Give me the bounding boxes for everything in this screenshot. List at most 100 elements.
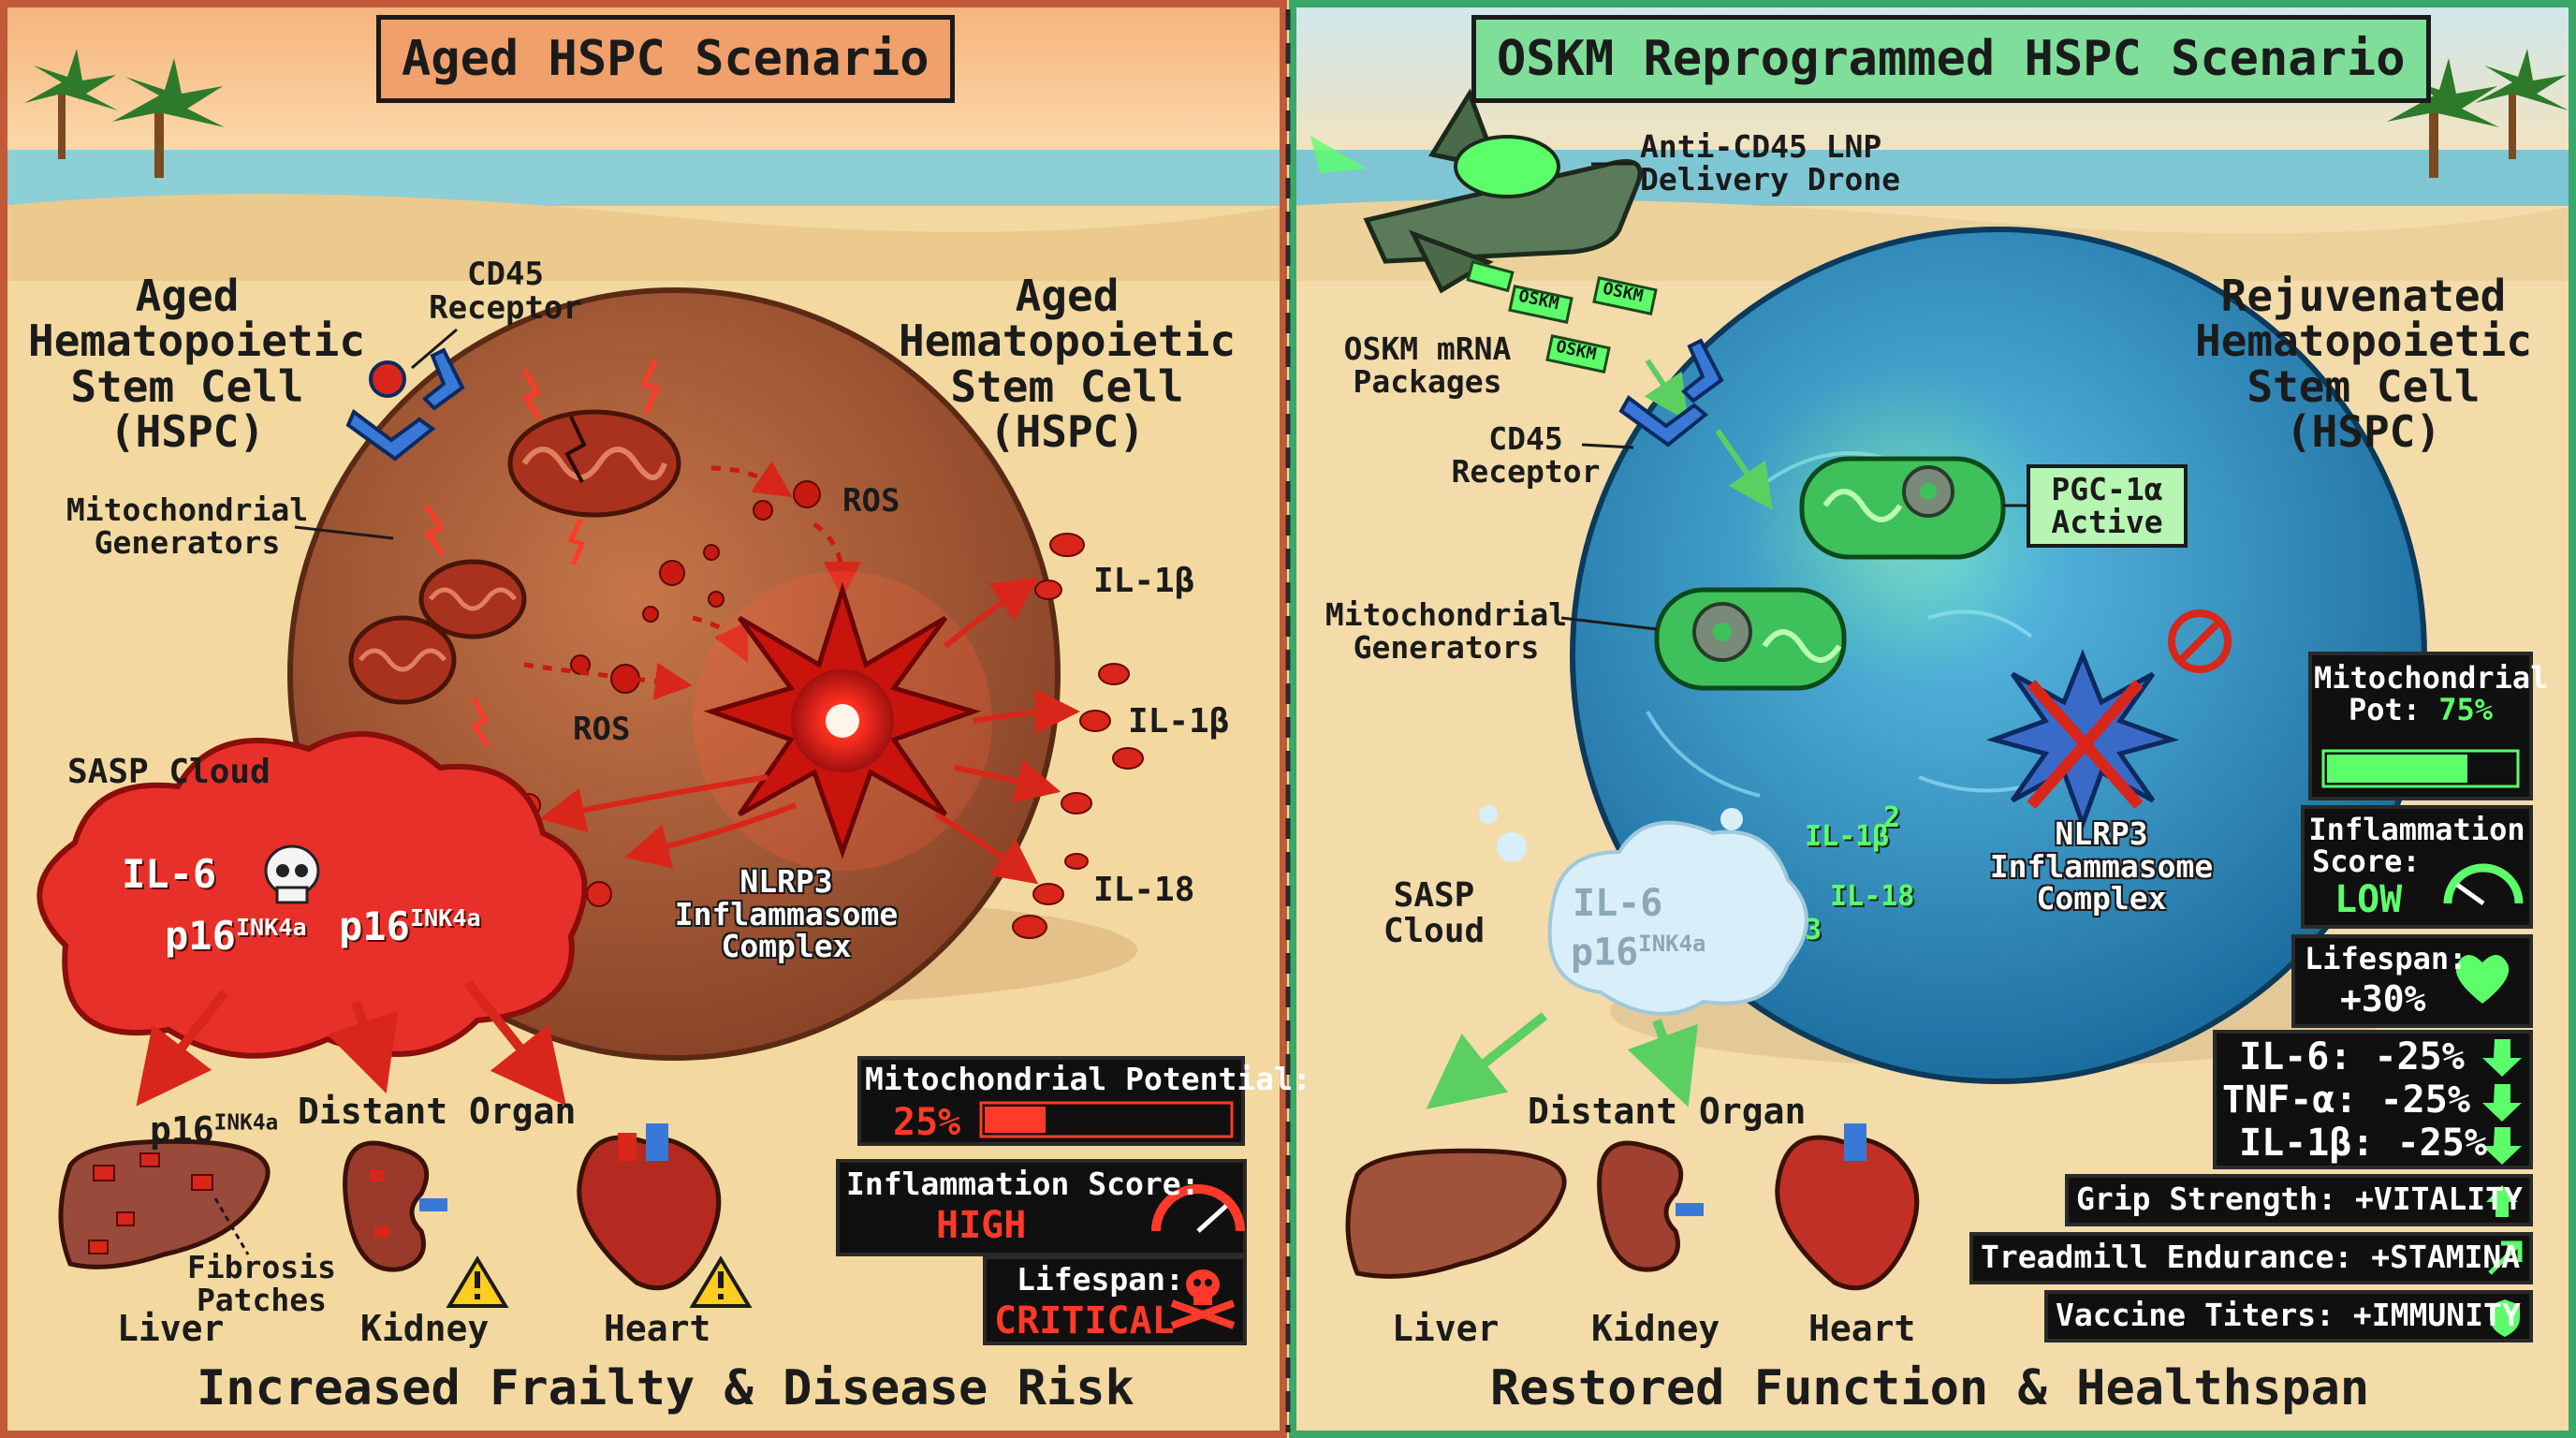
- right-lifespan-value: +30%: [2340, 978, 2426, 1020]
- kidney-label: Kidney: [360, 1308, 490, 1349]
- left-mito-potential-label: Mitochondrial Potential:: [865, 1061, 1311, 1097]
- healthy-mitochondrion-icon: [1654, 587, 1847, 691]
- label-line: Generators: [1353, 628, 1540, 666]
- label-line: Receptor: [1451, 452, 1601, 490]
- label-line: Pot: 75%: [2314, 691, 2527, 727]
- il1b-label: IL-1β: [1805, 820, 1890, 853]
- title-line: Hematopoietic: [28, 315, 366, 367]
- il18-label: IL-18: [1093, 871, 1195, 909]
- title-line: Aged: [135, 271, 240, 321]
- left-scenario-banner: Aged HSPC Scenario: [376, 15, 955, 103]
- p16-label: p16INK4a: [165, 913, 307, 959]
- nlrp3-label: NLRP3 Inflammasome Complex: [1970, 815, 2232, 917]
- gear-icon: [1692, 602, 1752, 662]
- healthy-kidney-icon: [1597, 1140, 1704, 1272]
- label-line: Mitochondrial: [2314, 660, 2549, 696]
- p16-text: p16: [150, 1109, 214, 1151]
- right-mito-potential-label: Mitochondrial Pot: 75%: [2314, 660, 2549, 727]
- right-hud-graphics: [1969, 652, 2533, 1343]
- pot-text: Pot:: [2348, 691, 2421, 727]
- right-banner-text: OSKM Reprogrammed HSPC Scenario: [1497, 31, 2406, 87]
- cd45-receptor-icon: [345, 347, 465, 462]
- label-line: OSKM mRNA: [1343, 330, 1512, 367]
- p16-liver-label: p16INK4a: [150, 1109, 278, 1151]
- sasp-arrows: [136, 979, 566, 1107]
- palm-tree-icon: [112, 58, 225, 178]
- mrna-arrows: [1644, 359, 1773, 510]
- title-line: (HSPC): [2285, 405, 2442, 457]
- cytokine-arrows: [539, 577, 1080, 885]
- sasp-cloud-icon: [37, 731, 588, 1059]
- il6-change: IL-6: -25%: [2239, 1035, 2465, 1078]
- il6-faded-label: IL-6: [1573, 882, 1663, 925]
- healthy-liver-icon: [1345, 1148, 1567, 1279]
- label-line: SASP: [1393, 876, 1475, 915]
- label-line: Cloud: [1383, 911, 1486, 950]
- title-line: (HSPC): [988, 405, 1146, 457]
- left-panel-border: [0, 0, 1287, 1438]
- cd45-receptor-icon: [1618, 338, 1724, 448]
- label-line: CD45: [1488, 420, 1563, 457]
- healthy-heart-icon: [1775, 1123, 1920, 1291]
- cd45-receptor-label: CD45 Receptor: [1432, 420, 1619, 490]
- label-line: Mitochondrial: [1325, 596, 1568, 633]
- label-line: Receptor: [429, 288, 582, 327]
- p16-text: p16: [1571, 931, 1639, 975]
- label-line: NLRP3: [2055, 815, 2148, 852]
- right-mito-potential-value: 75%: [2438, 691, 2494, 727]
- label-line: PGC-1α: [2051, 471, 2163, 507]
- inactive-nlrp3-icon: [1985, 649, 2180, 831]
- ros-label: ROS: [573, 711, 631, 748]
- label-line: Active: [2051, 503, 2163, 540]
- left-inflammation-value: HIGH: [936, 1204, 1027, 1247]
- label-line: Packages: [1353, 362, 1502, 400]
- title-line: Stem Cell: [2247, 360, 2481, 412]
- il18-label: IL-18: [1830, 880, 1915, 913]
- p16-label: p16INK4a: [339, 905, 481, 947]
- left-mito-potential-value: 25%: [893, 1101, 961, 1144]
- mrna-package-tags: [1466, 259, 1658, 374]
- right-footer: Restored Function & Healthspan: [1490, 1360, 2370, 1416]
- label-line: Complex: [2036, 880, 2167, 917]
- damaged-liver-icon: [58, 1138, 271, 1269]
- lightning-icon: [423, 359, 661, 748]
- il1b-change: IL-1β: -25%: [2239, 1122, 2487, 1165]
- left-lifespan-value: CRITICAL: [994, 1299, 1175, 1343]
- heart-label: Heart: [604, 1308, 711, 1349]
- sasp-cloud-label: SASP Cloud: [67, 753, 271, 791]
- ink4a-text: INK4a: [235, 914, 307, 941]
- title-line: Rejuvenated: [2220, 271, 2507, 321]
- gear-icon: [1902, 465, 1954, 518]
- aged-cell-title-right: Aged Hematopoietic Stem Cell (HSPC): [899, 273, 1236, 454]
- fibrosis-leader-line: [213, 1197, 250, 1255]
- count-label: 2: [1883, 801, 1901, 834]
- mito-leader-line: [1560, 616, 1658, 631]
- right-inflammation-label: Inflammation Score:: [2306, 814, 2527, 877]
- label-line: Fibrosis: [187, 1249, 336, 1285]
- damaged-mitochondrion-icon: [348, 615, 457, 705]
- heart-label: Heart: [1808, 1308, 1916, 1349]
- label-line: NLRP3: [739, 863, 833, 900]
- fibrosis-patches-label: Fibrosis Patches: [187, 1249, 336, 1316]
- il1b-label: IL-1β: [1128, 702, 1230, 741]
- liver-label: Liver: [117, 1308, 225, 1349]
- title-line: Stem Cell: [70, 360, 304, 412]
- mito-leader-line: [294, 525, 394, 540]
- healthy-mitochondrion-icon: [1799, 456, 2006, 560]
- right-scenario-banner: OSKM Reprogrammed HSPC Scenario: [1471, 15, 2431, 103]
- cd45-leader-line: [1581, 443, 1634, 449]
- palm-tree-icon: [2475, 49, 2569, 159]
- left-dunes: [0, 194, 1285, 281]
- label-line: Delivery Drone: [1640, 160, 1901, 198]
- title-line: Hematopoietic: [2195, 315, 2533, 367]
- label-line: Complex: [721, 928, 852, 965]
- palm-tree-icon: [2387, 58, 2499, 178]
- il6-label: IL-6: [122, 851, 217, 897]
- title-line: Stem Cell: [950, 360, 1184, 412]
- drone-label: Anti-CD45 LNP Delivery Drone: [1640, 130, 1901, 198]
- p16-text: p16: [165, 913, 236, 959]
- tnf-change: TNF-α: -25%: [2222, 1078, 2470, 1122]
- cd45-receptor-label: CD45 Receptor: [412, 257, 599, 327]
- mitochondrial-generators-label: Mitochondrial Generators: [1315, 596, 1577, 666]
